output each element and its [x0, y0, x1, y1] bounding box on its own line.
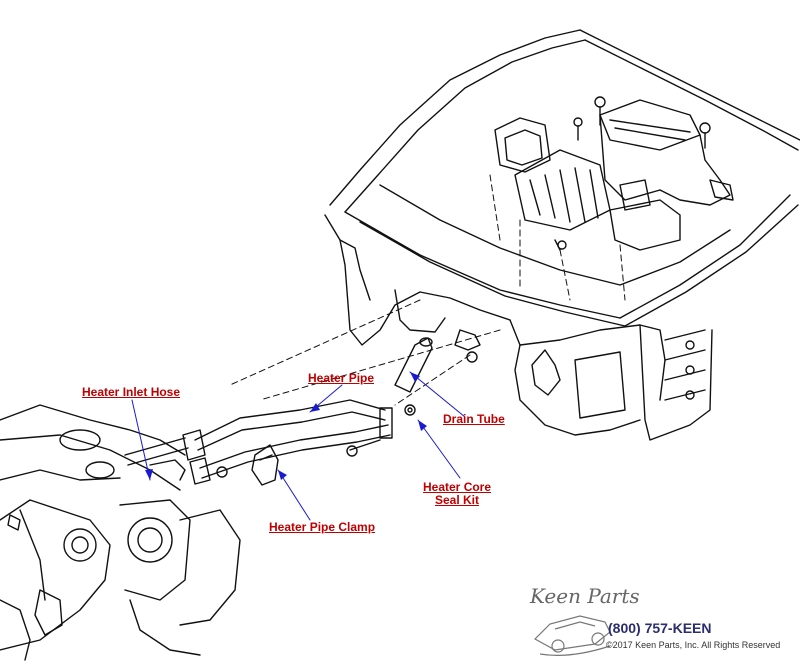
leader-lines [131, 371, 466, 521]
heater-pipe-clamp-part [216, 351, 478, 486]
brand-copyright: ©2017 Keen Parts, Inc. All Rights Reserv… [606, 640, 781, 650]
brand-logo-text: Keen Parts [530, 584, 640, 608]
leader-arrowheads [145, 372, 427, 480]
engine [0, 404, 241, 661]
brand-phone: (800) 757-KEEN [608, 620, 712, 636]
heater-pipe-clamp-label: Heater Pipe Clamp [269, 520, 376, 534]
heater-module [494, 96, 734, 251]
heater-pipe-label: Heater Pipe [308, 371, 375, 385]
heater-core-seal-kit-label: Heater Core Seal Kit [423, 481, 491, 507]
heater-inlet-hose-label: Heater Inlet Hose [82, 385, 181, 399]
brand-block: Keen Parts (800) 757-KEEN ©2017 Keen Par… [510, 584, 795, 662]
heater-pipe [182, 399, 393, 485]
assembly-guides [229, 174, 626, 406]
firewall [324, 214, 713, 441]
car-logo-icon [534, 615, 611, 656]
heater-core-seal-kit-line1: Heater Core [423, 480, 492, 494]
drain-tube-label: Drain Tube [443, 412, 505, 426]
heater-core-seal-kit-line2: Seal Kit [435, 493, 480, 507]
windshield-frame [329, 29, 800, 327]
drain-tube [394, 337, 433, 393]
